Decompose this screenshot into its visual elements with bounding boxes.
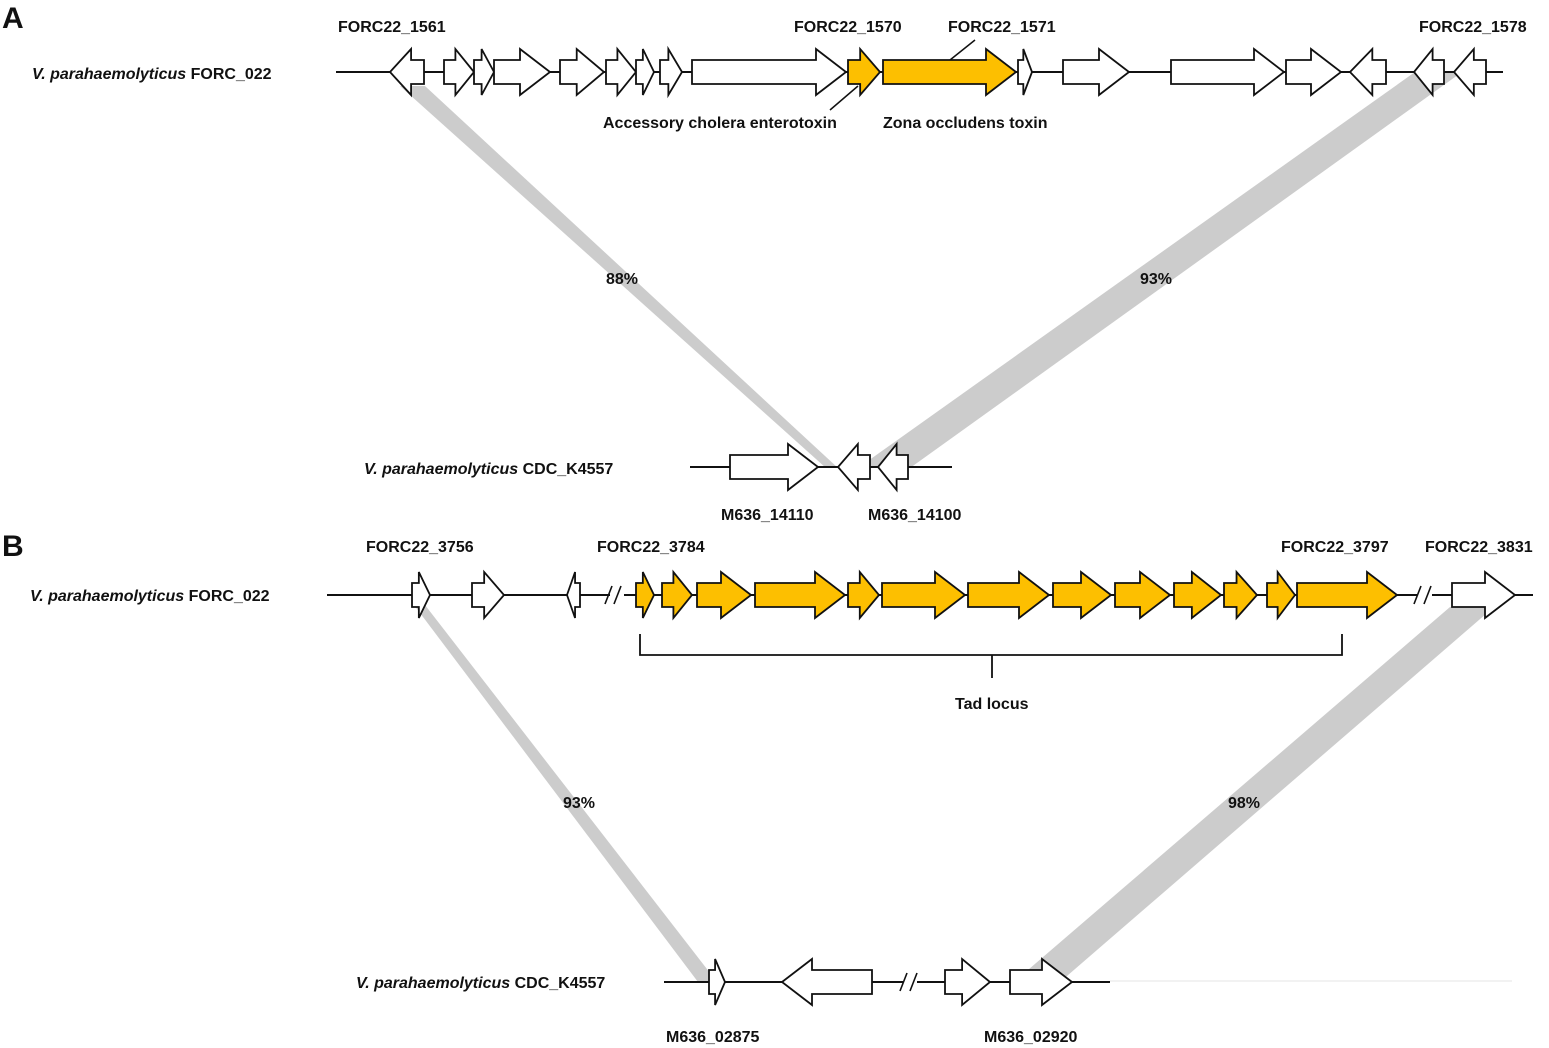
gene-label-m636-14110: M636_14110 bbox=[721, 507, 814, 524]
genome-label-forc022-b: V. parahaemolyticus FORC_022 bbox=[30, 588, 270, 605]
tad-gene-arrow-4 bbox=[754, 570, 847, 620]
annotation-zona-occludens-toxin: Zona occludens toxin bbox=[883, 115, 1047, 132]
gene-arrow-a5 bbox=[559, 47, 606, 97]
gene-arrow-b3 bbox=[566, 571, 581, 619]
panel-a-letter: A bbox=[2, 2, 24, 35]
gene-forc22-3756-arrow bbox=[411, 571, 432, 619]
gene-row-cdck4557-b bbox=[708, 957, 1074, 1007]
gene-arrow-b2 bbox=[471, 569, 506, 621]
gene-arrow-b-b2 bbox=[780, 957, 873, 1007]
tad-locus-bracket bbox=[639, 634, 1343, 678]
break-mark-forc022-b-2 bbox=[1413, 585, 1432, 605]
identity-label-right-a: 93% bbox=[1140, 271, 1172, 288]
gene-forc22-1561-arrow bbox=[388, 46, 425, 98]
gene-forc22-1570-ace-arrow bbox=[847, 46, 882, 98]
tad-gene-arrow-7 bbox=[967, 570, 1051, 620]
gene-m636-02920-arrow bbox=[1009, 957, 1074, 1007]
gene-label-m636-14100: M636_14100 bbox=[868, 507, 962, 524]
gene-row-forc022-a bbox=[388, 45, 1487, 99]
tad-gene-arrow-6 bbox=[881, 570, 967, 620]
homology-band-left-a bbox=[400, 86, 838, 468]
gene-arrow-a2 bbox=[443, 46, 476, 98]
gene-label-forc22-3797: FORC22_3797 bbox=[1281, 539, 1389, 556]
gene-arrow-a12 bbox=[1017, 48, 1033, 96]
homology-band-right-b bbox=[1014, 607, 1494, 982]
panel-b-letter: B bbox=[2, 530, 24, 563]
gene-arrow-a13 bbox=[1062, 47, 1131, 97]
panel-b: B V. parahaemolyticus FORC_022 V. paraha… bbox=[2, 530, 1533, 1046]
leader-line-ace bbox=[829, 85, 859, 111]
panel-a: A V. parahaemolyticus FORC_022 V. paraha… bbox=[2, 2, 1527, 524]
tad-gene-arrow-11 bbox=[1223, 569, 1259, 621]
gene-arrow-a14 bbox=[1170, 47, 1286, 97]
homology-band-left-b bbox=[414, 605, 717, 982]
gene-label-m636-02875: M636_02875 bbox=[666, 1029, 760, 1046]
gene-arrow-a17 bbox=[1412, 46, 1445, 98]
gene-forc22-3831-arrow bbox=[1451, 570, 1517, 620]
gene-label-forc22-1578: FORC22_1578 bbox=[1419, 19, 1527, 36]
gene-row-cdck4557-a bbox=[729, 441, 909, 493]
gene-arrow-a-b2 bbox=[836, 441, 871, 493]
break-mark-forc022-b-1 bbox=[604, 585, 622, 605]
genome-label-cdck4557-b: V. parahaemolyticus CDC_K4557 bbox=[356, 975, 605, 992]
gene-arrow-b-b3 bbox=[944, 957, 992, 1007]
gene-m636-14110-arrow bbox=[729, 442, 820, 492]
gene-forc22-1578-arrow bbox=[1452, 46, 1487, 98]
gene-row-forc022-b bbox=[411, 569, 1517, 621]
gene-label-forc22-1570: FORC22_1570 bbox=[794, 19, 902, 36]
gene-arrow-a4 bbox=[493, 47, 552, 97]
gene-m636-14100-arrow bbox=[876, 441, 909, 493]
gene-arrow-a9 bbox=[691, 47, 848, 97]
gene-forc22-1571-zot-arrow bbox=[882, 47, 1018, 97]
tad-locus-label: Tad locus bbox=[955, 696, 1029, 713]
identity-label-right-b: 98% bbox=[1228, 795, 1260, 812]
gene-label-forc22-3831: FORC22_3831 bbox=[1425, 539, 1533, 556]
gene-arrow-a15 bbox=[1285, 47, 1343, 97]
genome-label-forc022-a: V. parahaemolyticus FORC_022 bbox=[32, 66, 272, 83]
genome-label-cdck4557-a: V. parahaemolyticus CDC_K4557 bbox=[364, 461, 613, 478]
gene-label-forc22-1561: FORC22_1561 bbox=[338, 19, 446, 36]
identity-label-left-a: 88% bbox=[606, 271, 638, 288]
gene-m636-02875-arrow bbox=[708, 958, 726, 1006]
tad-gene-arrow-12 bbox=[1266, 569, 1297, 621]
gene-arrow-a16 bbox=[1348, 46, 1387, 98]
gene-label-forc22-1571: FORC22_1571 bbox=[948, 19, 1056, 36]
tad-gene-arrow-2 bbox=[661, 569, 694, 621]
gene-label-forc22-3756: FORC22_3756 bbox=[366, 539, 474, 556]
tad-gene-arrow-5 bbox=[847, 569, 881, 621]
tad-gene-arrow-3 bbox=[696, 570, 753, 620]
leader-line-forc22-1571 bbox=[949, 39, 976, 61]
homology-band-right-a bbox=[858, 72, 1462, 468]
gene-label-forc22-3784: FORC22_3784 bbox=[597, 539, 705, 556]
gene-forc22-3797-arrow bbox=[1296, 570, 1399, 620]
gene-arrow-a6 bbox=[605, 46, 638, 98]
identity-label-left-b: 93% bbox=[563, 795, 595, 812]
tad-gene-arrow-9 bbox=[1114, 570, 1172, 620]
tad-gene-arrow-10 bbox=[1173, 570, 1223, 620]
gene-forc22-3784-arrow bbox=[635, 571, 656, 619]
gene-arrow-a3 bbox=[473, 48, 496, 96]
gene-arrow-a7 bbox=[635, 48, 656, 96]
gene-arrow-a8 bbox=[659, 45, 684, 99]
annotation-accessory-cholera-enterotoxin: Accessory cholera enterotoxin bbox=[603, 115, 837, 132]
gene-label-m636-02920: M636_02920 bbox=[984, 1029, 1078, 1046]
tad-gene-arrow-8 bbox=[1052, 570, 1113, 620]
break-mark-cdck4557-b bbox=[899, 972, 918, 992]
